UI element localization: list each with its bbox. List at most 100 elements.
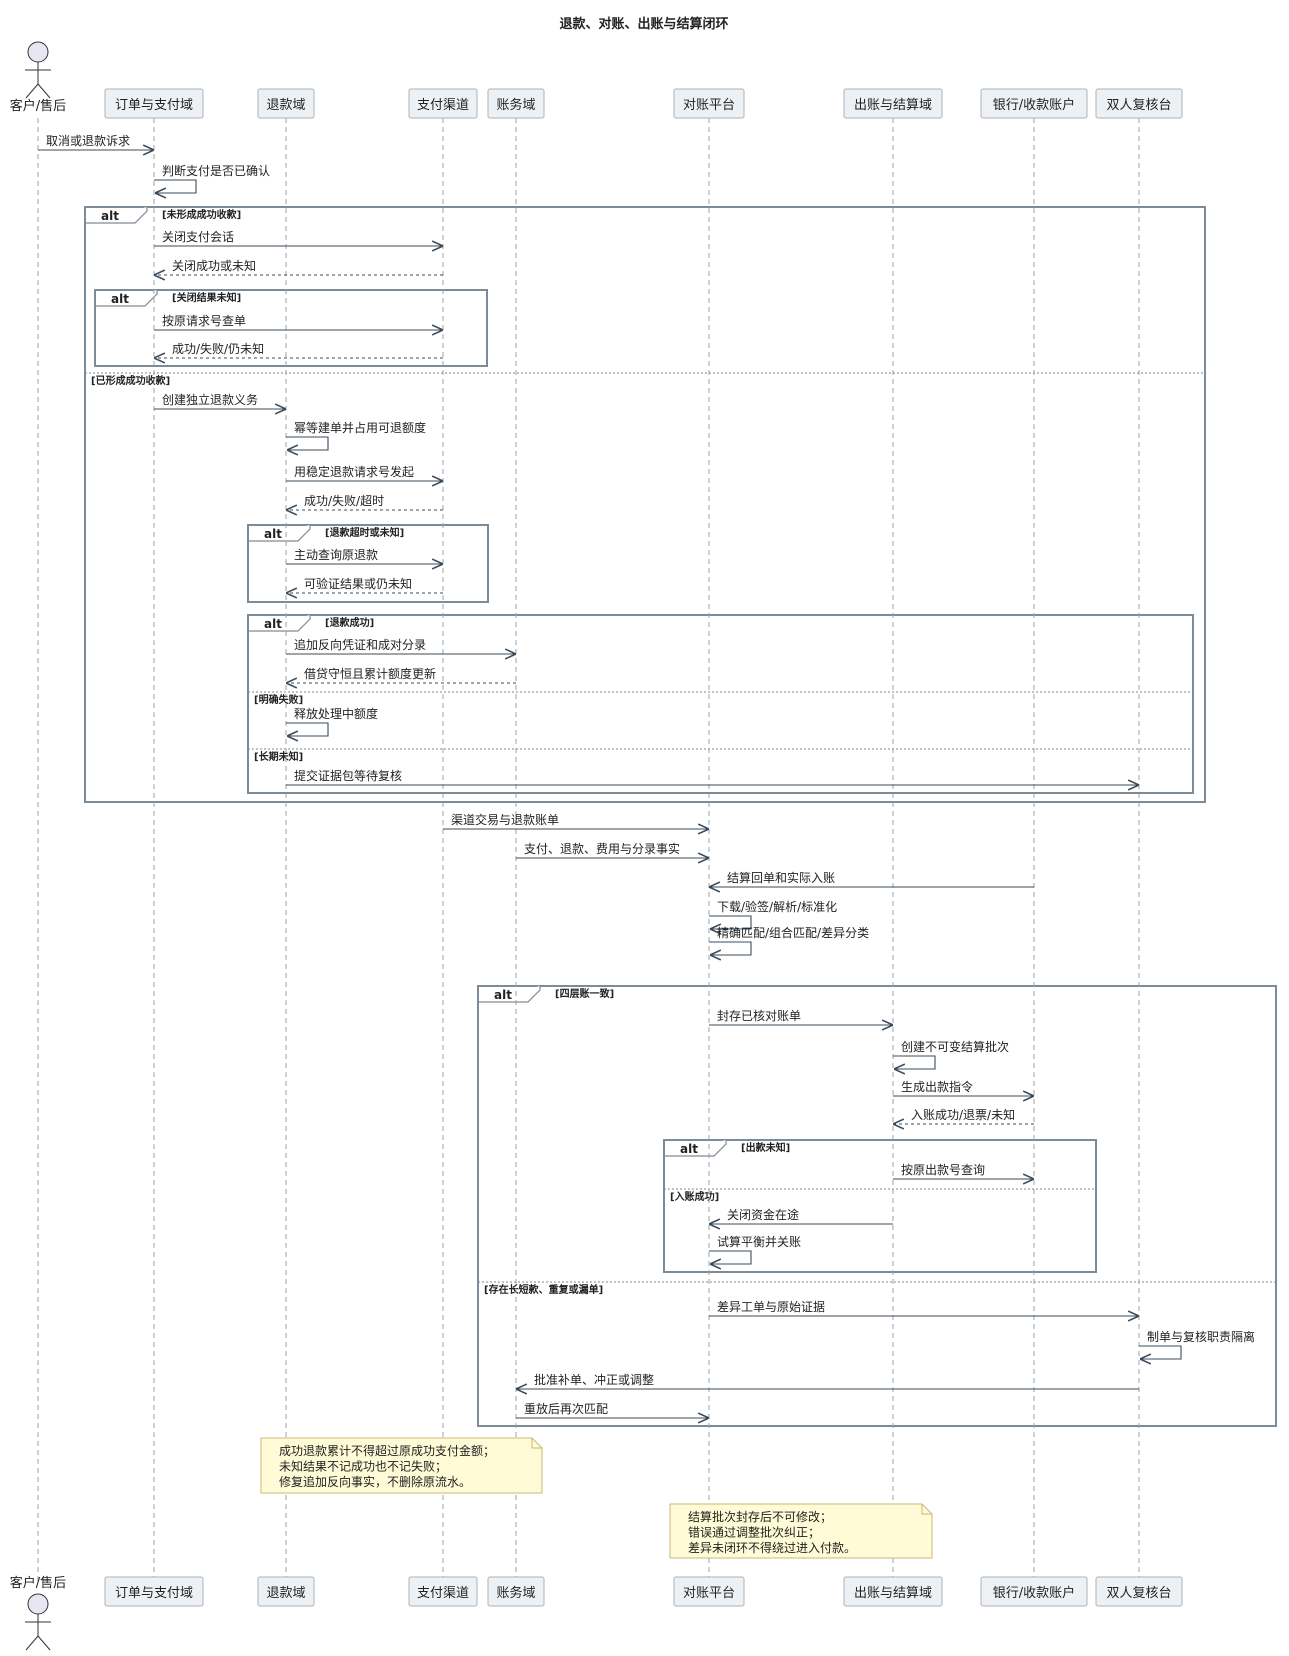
message-label: 批准补单、冲正或调整	[534, 1372, 654, 1387]
participant-label: 客户/售后	[10, 1575, 66, 1591]
message-28: 试算平衡并关账	[709, 1234, 801, 1264]
note-box	[669, 1503, 933, 1559]
participant-label: 客户/售后	[10, 98, 66, 114]
lifeline-layer	[37, 118, 1140, 1585]
message-19: 结算回单和实际入账	[710, 870, 1034, 887]
note-2: 结算批次封存后不可修改；错误通过调整批次纠正；差异未闭环不得绕过进入付款。	[669, 1503, 933, 1559]
message-label: 关闭资金在途	[727, 1207, 799, 1222]
note-line: 差异未闭环不得绕过进入付款。	[688, 1540, 856, 1555]
message-14: 借贷守恒且累计额度更新	[287, 666, 516, 683]
note-1: 成功退款累计不得超过原成功支付金额；未知结果不记成功也不记失败；修复追加反向事实…	[260, 1437, 543, 1494]
alt-fragment-3: alt[退款超时或未知]	[247, 524, 489, 603]
fragment-guard: [出款未知]	[741, 1141, 790, 1154]
message-label: 按原出款号查询	[901, 1163, 985, 1177]
fragment-tab	[95, 290, 158, 307]
alt-fragment-2: alt[关闭结果未知]	[94, 289, 488, 367]
participant-label: 支付渠道	[417, 1586, 469, 1601]
message-label: 判断支付是否已确认	[162, 163, 270, 178]
fragment-frame	[84, 206, 1206, 803]
self-arrow	[154, 179, 197, 193]
fragment-kind: alt	[680, 1142, 698, 1156]
message-10: 成功/失败/超时	[287, 493, 443, 510]
message-label: 入账成功/退票/未知	[911, 1108, 1015, 1122]
fragment-guard: [已形成成功收款]	[91, 374, 170, 387]
fragment-guard: [存在长短款、重复或漏单]	[484, 1283, 603, 1296]
message-29: 差异工单与原始证据	[709, 1300, 1138, 1316]
message-26: 按原出款号查询	[893, 1163, 1033, 1179]
message-label: 取消或退款诉求	[46, 134, 130, 148]
participant-label: 银行/收款账户	[993, 97, 1075, 113]
message-8: 幂等建单并占用可退额度	[286, 420, 426, 450]
participant-layer: 客户/售后客户/售后订单与支付域订单与支付域退款域退款域支付渠道支付渠道账务域账…	[10, 41, 1183, 1651]
fragment-frame	[94, 289, 488, 367]
message-5: 按原请求号查单	[154, 314, 442, 330]
message-25: 入账成功/退票/未知	[894, 1108, 1034, 1124]
participant-label: 退款域	[266, 98, 305, 113]
message-label: 成功/失败/仍未知	[172, 341, 264, 356]
participant-label: 双人复核台	[1106, 1586, 1171, 1601]
self-arrow	[893, 1055, 936, 1069]
participant-review-top: 双人复核台	[1095, 88, 1183, 119]
note-line: 未知结果不记成功也不记失败；	[279, 1459, 447, 1474]
fragment-frame	[247, 524, 489, 603]
actor-customer-bottom: 客户/售后	[10, 1575, 66, 1651]
note-line: 错误通过调整批次纠正；	[688, 1525, 820, 1540]
message-label: 用稳定退款请求号发起	[294, 464, 414, 479]
self-arrow	[709, 1250, 752, 1264]
fragment-kind: alt	[264, 617, 282, 631]
fragment-guard: [未形成成功收款]	[162, 208, 241, 221]
participant-label: 账务域	[496, 1585, 535, 1601]
note-line: 成功退款累计不得超过原成功支付金额；	[279, 1443, 495, 1458]
message-21: 精确匹配/组合匹配/差异分类	[709, 925, 869, 955]
alt-fragment-5: alt [四层账一致] [存在长短款、重复或漏单]	[477, 985, 1277, 1427]
alt-fragment-4: alt[退款成功][明确失败][长期未知]	[247, 614, 1194, 794]
message-27: 关闭资金在途	[710, 1207, 893, 1224]
message-17: 渠道交易与退款账单	[443, 812, 708, 829]
participant-label: 订单与支付域	[115, 1586, 193, 1601]
message-2: 判断支付是否已确认	[154, 163, 270, 193]
participant-recon-top: 对账平台	[673, 88, 745, 119]
message-label: 关闭成功或未知	[172, 259, 256, 273]
alt-fragment-1: alt [未形成成功收款] [已形成成功收款]	[84, 206, 1206, 803]
participant-ledger-bottom: 账务域	[487, 1576, 545, 1607]
message-label: 差异工单与原始证据	[717, 1300, 825, 1314]
message-13: 追加反向凭证和成对分录	[286, 637, 515, 654]
participant-label: 对账平台	[683, 1586, 735, 1601]
message-31: 批准补单、冲正或调整	[517, 1372, 1139, 1389]
message-label: 借贷守恒且累计额度更新	[304, 666, 436, 681]
message-6: 成功/失败/仍未知	[155, 341, 443, 358]
participant-label: 银行/收款账户	[993, 1585, 1075, 1601]
participant-label: 退款域	[266, 1586, 305, 1601]
fragment-kind: alt	[111, 292, 129, 306]
fragment-tab	[248, 615, 311, 632]
message-label: 追加反向凭证和成对分录	[294, 637, 426, 652]
participant-bank-bottom: 银行/收款账户	[980, 1576, 1088, 1607]
participant-label: 出账与结算域	[854, 98, 932, 113]
message-label: 关闭支付会话	[162, 230, 234, 244]
participant-settle-bottom: 出账与结算域	[843, 1576, 943, 1607]
participant-review-bottom: 双人复核台	[1095, 1576, 1183, 1607]
message-20: 下载/验签/解析/标准化	[709, 899, 837, 929]
fragment-tab	[248, 525, 311, 542]
message-16: 提交证据包等待复核	[286, 768, 1138, 785]
fragment-guard: [四层账一致]	[555, 987, 614, 1000]
fragment-guard: [退款超时或未知]	[325, 526, 404, 539]
message-label: 支付、退款、费用与分录事实	[524, 841, 680, 856]
participant-label: 订单与支付域	[115, 98, 193, 113]
participant-settle-top: 出账与结算域	[843, 88, 943, 119]
message-label: 试算平衡并关账	[717, 1234, 801, 1249]
fragment-tab	[664, 1140, 727, 1157]
self-arrow	[286, 722, 329, 736]
participant-label: 对账平台	[683, 98, 735, 113]
message-label: 生成出款指令	[901, 1079, 973, 1094]
participant-ledger-top: 账务域	[487, 88, 545, 119]
message-label: 封存已核对账单	[717, 1009, 801, 1023]
self-arrow	[1139, 1345, 1182, 1359]
message-3: 关闭支付会话	[154, 230, 442, 246]
message-label: 可验证结果或仍未知	[304, 576, 412, 591]
message-1: 取消或退款诉求	[38, 134, 153, 150]
participant-refund-top: 退款域	[257, 88, 315, 119]
alt-fragment-6: alt[出款未知][入账成功]	[663, 1139, 1097, 1273]
note-line: 修复追加反向事实，不删除原流水。	[279, 1474, 471, 1489]
message-label: 创建独立退款义务	[162, 392, 258, 407]
